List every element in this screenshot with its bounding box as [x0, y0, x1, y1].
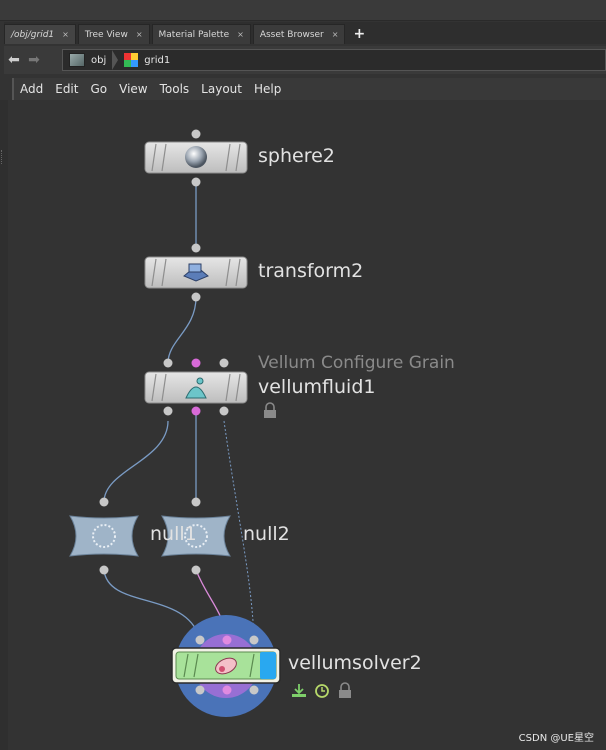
wire-vellumfluid1-null1	[103, 420, 169, 503]
top-strip	[0, 0, 606, 21]
input-connector[interactable]	[191, 497, 201, 507]
breadcrumb-label: obj	[91, 54, 107, 66]
node-null1[interactable]	[69, 497, 139, 575]
input-connector[interactable]	[191, 243, 201, 253]
wire-null1-solver	[103, 569, 201, 641]
forward-arrow-icon[interactable]: ➡	[28, 52, 40, 68]
menu-layout[interactable]: Layout	[201, 82, 242, 96]
watermark: CSDN @UE星空	[518, 733, 594, 744]
obj-network-icon	[69, 53, 85, 67]
tab-label: Tree View	[84, 29, 128, 40]
output-connector[interactable]	[195, 685, 205, 695]
output-connector[interactable]	[191, 406, 201, 416]
input-connector[interactable]	[195, 635, 205, 645]
null-icon	[184, 524, 208, 548]
output-connector[interactable]	[163, 406, 173, 416]
node-sublabel-vellumfluid1: Vellum Configure Grain	[258, 353, 455, 373]
output-connector[interactable]	[191, 177, 201, 187]
lock-icon[interactable]	[264, 402, 276, 418]
tab-material-palette[interactable]: Material Palette ×	[151, 24, 251, 44]
grip-handle[interactable]	[1, 150, 5, 164]
node-label-sphere2: sphere2	[258, 145, 335, 167]
output-connector[interactable]	[222, 685, 232, 695]
network-menu-bar: Add Edit Go View Tools Layout Help	[12, 78, 606, 100]
download-icon[interactable]	[292, 684, 306, 697]
close-icon[interactable]: ×	[237, 30, 244, 39]
pane-tab-bar: /obj/grid1 × Tree View × Material Palett…	[4, 22, 606, 44]
menu-go[interactable]: Go	[90, 82, 108, 96]
tab-label: /obj/grid1	[11, 29, 55, 40]
geometry-icon	[124, 53, 139, 67]
wire-transform2-vellumfluid1	[167, 296, 197, 364]
node-label-transform2: transform2	[258, 260, 364, 282]
node-label-vellumsolver2: vellumsolver2	[288, 652, 422, 674]
output-connector[interactable]	[191, 292, 201, 302]
node-transform2[interactable]	[144, 243, 248, 302]
breadcrumb-grid1[interactable]: grid1	[118, 50, 176, 70]
input-connector[interactable]	[191, 129, 201, 139]
input-connector[interactable]	[163, 358, 173, 368]
tab-label: Asset Browser	[259, 29, 324, 40]
node-sphere2[interactable]	[144, 129, 248, 187]
vellum-fluid-icon	[185, 377, 207, 399]
tab-tree-view[interactable]: Tree View ×	[77, 24, 150, 44]
menu-view[interactable]: View	[119, 82, 148, 96]
menu-add[interactable]: Add	[20, 82, 44, 96]
menu-edit[interactable]: Edit	[55, 82, 79, 96]
network-editor[interactable]: sphere2 transform2 Vellum Configure Grai…	[8, 100, 606, 750]
node-null2[interactable]	[161, 497, 231, 575]
vellum-solver-icon	[215, 657, 237, 675]
output-connector[interactable]	[99, 565, 109, 575]
menu-help[interactable]: Help	[253, 82, 282, 96]
input-connector[interactable]	[219, 358, 229, 368]
clock-icon[interactable]	[315, 684, 329, 698]
close-icon[interactable]: ×	[135, 30, 143, 39]
node-label-vellumfluid1: vellumfluid1	[258, 376, 376, 398]
wire-vellumfluid1-solver-constraints	[223, 420, 255, 641]
node-label-null2: null2	[243, 523, 290, 545]
input-connector[interactable]	[249, 635, 259, 645]
add-tab-button[interactable]: +	[353, 26, 366, 42]
lock-icon[interactable]	[339, 682, 351, 698]
null-icon	[92, 524, 116, 548]
tab-label: Material Palette	[158, 29, 230, 40]
input-connector[interactable]	[222, 635, 232, 645]
output-connector[interactable]	[249, 685, 259, 695]
breadcrumb: obj grid1	[62, 49, 606, 71]
sphere-icon	[185, 146, 207, 168]
close-icon[interactable]: ×	[331, 30, 339, 39]
breadcrumb-label: grid1	[144, 54, 171, 66]
network-canvas	[69, 129, 351, 717]
node-vellumsolver2[interactable]	[171, 615, 281, 717]
path-bar: ⬅ ➡ obj grid1	[4, 46, 606, 74]
breadcrumb-separator	[112, 50, 119, 70]
tab-asset-browser[interactable]: Asset Browser ×	[252, 24, 346, 44]
back-arrow-icon[interactable]: ⬅	[8, 52, 20, 68]
left-pane-edge	[0, 100, 8, 750]
menu-tools[interactable]: Tools	[159, 82, 190, 96]
output-connector[interactable]	[191, 565, 201, 575]
node-vellumfluid1[interactable]	[144, 358, 248, 416]
tab-obj-grid1[interactable]: /obj/grid1 ×	[4, 24, 76, 44]
node-label-null1: null1	[150, 523, 197, 545]
input-connector[interactable]	[99, 497, 109, 507]
close-icon[interactable]: ×	[62, 30, 69, 39]
breadcrumb-obj[interactable]: obj	[63, 50, 112, 70]
input-connector[interactable]	[191, 358, 201, 368]
output-connector[interactable]	[219, 406, 229, 416]
transform-icon	[183, 263, 209, 282]
